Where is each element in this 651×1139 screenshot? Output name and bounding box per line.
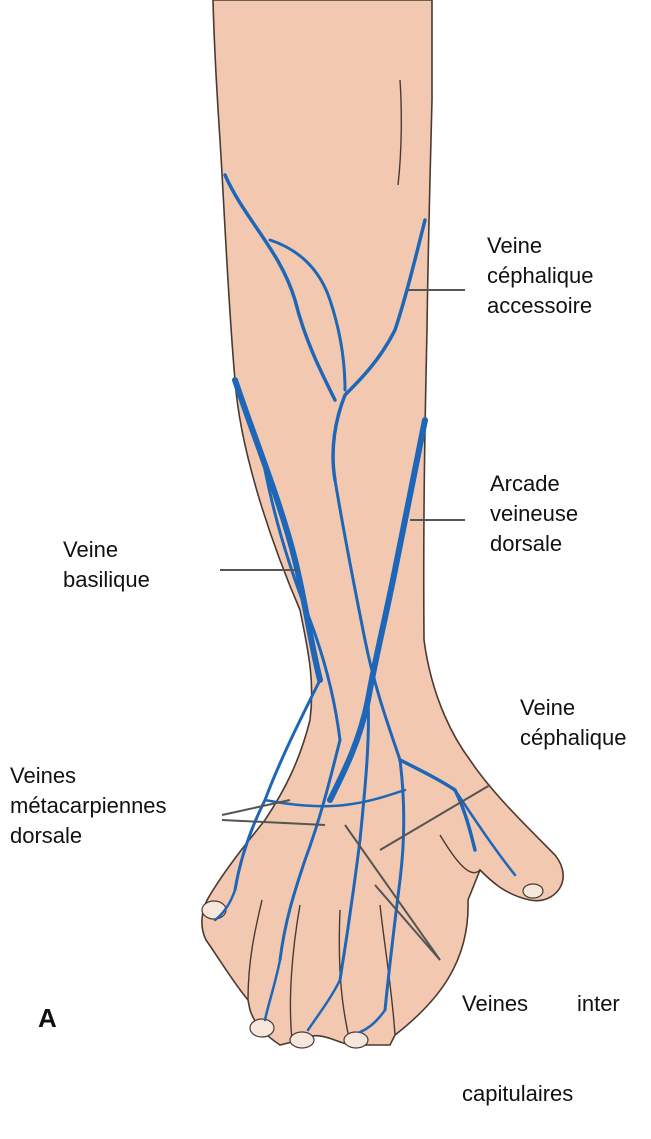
label-line: capitulaires bbox=[462, 1079, 620, 1109]
label-line: Arcade bbox=[490, 469, 578, 499]
label-line: Veines bbox=[10, 761, 167, 791]
nail-1 bbox=[202, 901, 226, 919]
label-line: dorsale bbox=[10, 821, 167, 851]
nail-3 bbox=[290, 1032, 314, 1048]
figure-letter: A bbox=[38, 1003, 57, 1034]
nail-5 bbox=[523, 884, 543, 898]
nail-4 bbox=[344, 1032, 368, 1048]
label-arcade-dorsale: Arcade veineuse dorsale bbox=[490, 469, 578, 559]
label-cephalique: Veine céphalique bbox=[520, 693, 626, 753]
label-line: veineuse bbox=[490, 499, 578, 529]
label-line: Veine bbox=[63, 535, 150, 565]
label-cephalique-accessoire: Veine céphalique accessoire bbox=[487, 231, 593, 321]
label-line: céphalique bbox=[520, 723, 626, 753]
nail-2 bbox=[250, 1019, 274, 1037]
label-line: métacarpiennes bbox=[10, 791, 167, 821]
label-line: basilique bbox=[63, 565, 150, 595]
label-line: Veine bbox=[487, 231, 593, 261]
label-basilique: Veine basilique bbox=[63, 535, 150, 595]
label-metacarpiennes: Veines métacarpiennes dorsale bbox=[10, 761, 167, 851]
label-line: céphalique bbox=[487, 261, 593, 291]
label-line: dorsale bbox=[490, 529, 578, 559]
label-line: Veine bbox=[520, 693, 626, 723]
label-inter-capitulaires: Veines inter capitulaires bbox=[462, 929, 620, 1139]
label-line: Veines inter bbox=[462, 989, 620, 1019]
label-line: accessoire bbox=[487, 291, 593, 321]
